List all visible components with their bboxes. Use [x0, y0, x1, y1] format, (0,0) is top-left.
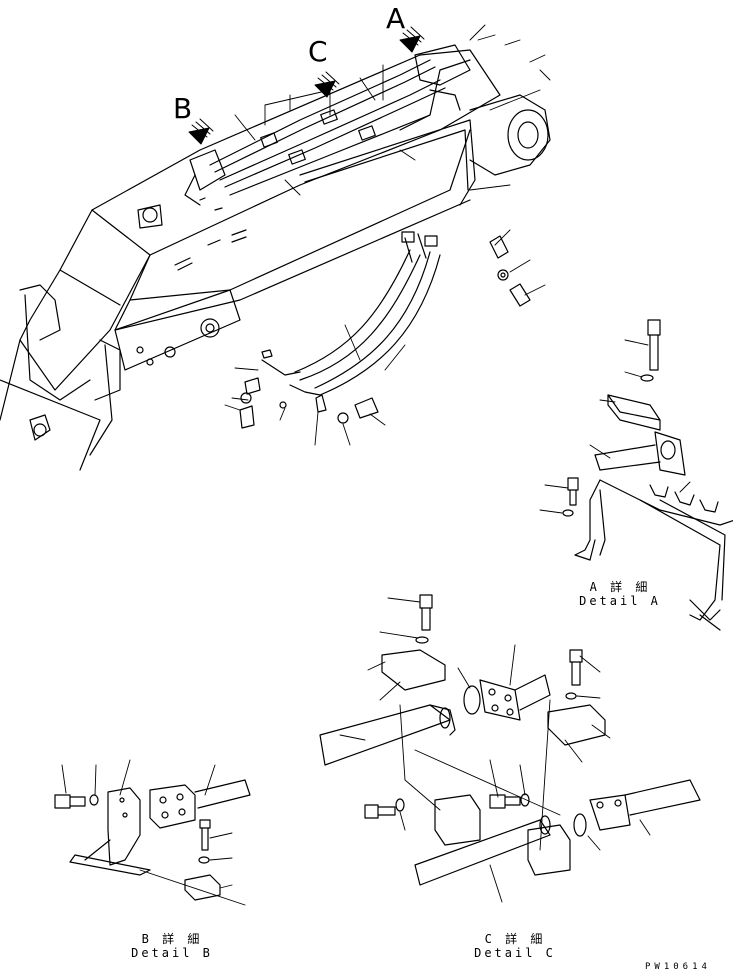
detail-b-en: Detail B	[131, 946, 213, 960]
detail-a-caption: A 詳 細 Detail A	[570, 580, 670, 608]
detail-a-en: Detail A	[579, 594, 661, 608]
detail-a-drawing	[562, 319, 733, 631]
leader-lines-main	[224, 24, 551, 446]
hydraulic-lines	[184, 44, 476, 206]
detail-b-jp: B 詳 細	[141, 932, 203, 946]
detail-c-jp: C 詳 細	[484, 932, 546, 946]
leader-lines-c	[339, 597, 651, 903]
leader-lines-a	[539, 339, 691, 514]
detail-b-caption: B 詳 細 Detail B	[122, 932, 222, 960]
leader-lines-b	[61, 759, 246, 906]
view-label-b: B	[173, 92, 193, 125]
boom-top	[91, 49, 501, 256]
view-label-c: C	[308, 35, 328, 68]
boom-assembly	[0, 49, 551, 471]
detail-b-drawing	[54, 779, 251, 901]
arrow-a	[399, 26, 425, 53]
detail-c-en: Detail C	[474, 946, 556, 960]
hoses	[261, 231, 441, 396]
detail-c-caption: C 詳 細 Detail C	[465, 932, 565, 960]
view-label-a: A	[386, 2, 406, 35]
fasteners-main	[239, 235, 531, 429]
arrow-c	[314, 71, 340, 98]
detail-a-jp: A 詳 細	[589, 580, 651, 594]
boom-foot	[469, 94, 551, 176]
view-arrows	[188, 26, 425, 145]
drawing-code: PW10614	[645, 962, 711, 972]
detail-c-drawing	[319, 594, 701, 886]
arrow-b	[188, 118, 214, 145]
